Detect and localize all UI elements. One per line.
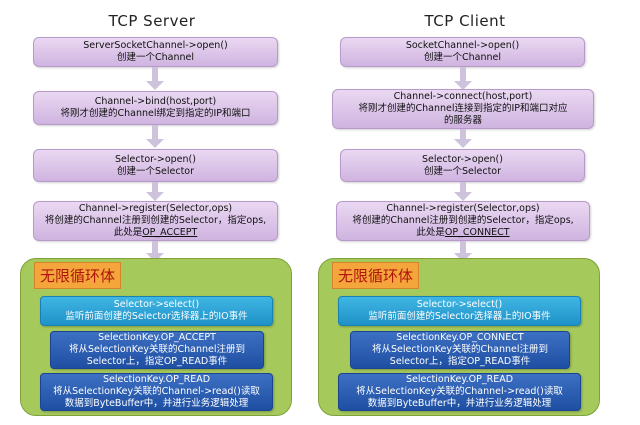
server-step-1-code: ServerSocketChannel->open() <box>83 40 228 51</box>
client-step-open-channel: SocketChannel->open() 创建一个Channel <box>340 37 585 67</box>
server-step-register: Channel->register(Selector,ops) 将创建的Chan… <box>33 201 278 241</box>
server-arrow-1-stem <box>152 67 158 81</box>
client-arrow-3-stem <box>460 182 466 192</box>
client-loop-3-desc2: 数据到ByteBuffer中，并进行业务逻辑处理 <box>367 398 552 409</box>
server-step-4-code: Channel->register(Selector,ops) <box>78 203 233 214</box>
client-loop-1-desc: 监听前面创建的Selector选择器上的IO事件 <box>368 311 551 322</box>
client-loop-op-read: SelectionKey.OP_READ 将从SelectionKey关联的Ch… <box>338 373 581 411</box>
client-loop-2-code: SelectionKey.OP_CONNECT <box>396 332 524 343</box>
client-arrow-4-head <box>454 253 472 262</box>
server-loop-2-desc: 将从SelectionKey关联的Channel注册到 <box>68 344 245 355</box>
client-step-open-selector: Selector->open() 创建一个Selector <box>340 149 585 182</box>
client-arrow-2-stem <box>460 129 466 139</box>
client-arrow-2-head <box>454 139 472 148</box>
client-title: TCP Client <box>424 12 506 30</box>
client-arrow-1-head <box>454 81 472 90</box>
client-step-register: Channel->register(Selector,ops) 将创建的Chan… <box>336 201 590 241</box>
server-loop-3-desc: 将从SelectionKey关联的Channel->read()读取 <box>53 386 260 397</box>
server-step-4-ops: 此处是OP_ACCEPT <box>114 227 198 239</box>
client-step-4-ops-value: OP_CONNECT <box>444 227 510 238</box>
server-step-4-desc: 将创建的Channel注册到创建的Selector，指定ops, <box>44 215 267 226</box>
server-arrow-4-head <box>146 253 164 262</box>
client-step-2-desc: 将刚才创建的Channel连接到指定的IP和端口对应 <box>358 103 568 114</box>
server-arrow-1-head <box>146 81 164 90</box>
server-step-3-code: Selector->open() <box>115 153 196 165</box>
client-step-4-ops-prefix: 此处是 <box>416 227 445 238</box>
server-title: TCP Server <box>108 12 196 30</box>
server-loop-select: Selector->select() 监听前面创建的Selector选择器上的I… <box>40 296 273 326</box>
client-step-connect: Channel->connect(host,port) 将刚才创建的Channe… <box>332 89 594 129</box>
server-loop-op-accept: SelectionKey.OP_ACCEPT 将从SelectionKey关联的… <box>50 331 264 369</box>
client-step-3-desc: 创建一个Selector <box>423 165 502 177</box>
client-loop-3-code: SelectionKey.OP_READ <box>405 374 514 385</box>
server-step-2-code: Channel->bind(host,port) <box>94 96 217 107</box>
server-loop-2-code: SelectionKey.OP_ACCEPT <box>98 332 216 343</box>
client-step-1-desc: 创建一个Channel <box>423 52 501 63</box>
server-loop-label: 无限循环体 <box>34 262 122 289</box>
client-arrow-1-stem <box>460 67 466 81</box>
server-step-open-selector: Selector->open() 创建一个Selector <box>33 149 278 182</box>
server-arrow-4-stem <box>152 241 158 255</box>
client-loop-3-desc: 将从SelectionKey关联的Channel->read()读取 <box>356 386 563 397</box>
client-step-3-code: Selector->open() <box>422 153 503 165</box>
client-loop-1-code: Selector->select() <box>416 299 503 310</box>
server-step-open-channel: ServerSocketChannel->open() 创建一个Channel <box>33 37 278 67</box>
server-loop-op-read: SelectionKey.OP_READ 将从SelectionKey关联的Ch… <box>40 373 273 411</box>
server-arrow-3-stem <box>152 182 158 192</box>
client-step-4-code: Channel->register(Selector,ops) <box>386 203 540 214</box>
client-step-4-ops: 此处是OP_CONNECT <box>416 227 509 239</box>
server-step-1-desc: 创建一个Channel <box>116 52 194 63</box>
server-arrow-3-head <box>146 192 164 201</box>
server-step-4-ops-value: OP_ACCEPT <box>142 227 198 238</box>
server-arrow-2-stem <box>152 125 158 139</box>
server-loop-1-desc: 监听前面创建的Selector选择器上的IO事件 <box>65 311 248 322</box>
server-loop-1-code: Selector->select() <box>113 299 200 310</box>
client-step-1-code: SocketChannel->open() <box>405 40 520 51</box>
server-loop-3-code: SelectionKey.OP_READ <box>102 374 211 385</box>
client-step-2-code: Channel->connect(host,port) <box>393 91 533 102</box>
client-arrow-4-stem <box>460 241 466 255</box>
server-step-3-desc: 创建一个Selector <box>116 165 195 177</box>
client-loop-op-connect: SelectionKey.OP_CONNECT 将从SelectionKey关联… <box>350 331 570 369</box>
server-loop-2-desc2: Selector上，指定OP_READ事件 <box>86 356 228 367</box>
client-loop-2-desc2: Selector上，指定OP_READ事件 <box>389 356 531 367</box>
server-loop-3-desc2: 数据到ByteBuffer中，并进行业务逻辑处理 <box>64 398 249 409</box>
server-step-2-desc: 将刚才创建的Channel绑定到指定的IP和端口 <box>60 108 251 119</box>
client-step-2-desc2: 的服务器 <box>443 115 482 126</box>
client-loop-2-desc: 将从SelectionKey关联的Channel注册到 <box>371 344 548 355</box>
client-step-4-desc: 将创建的Channel注册到创建的Selector，指定ops, <box>352 215 574 226</box>
client-arrow-3-head <box>454 192 472 201</box>
server-step-bind: Channel->bind(host,port) 将刚才创建的Channel绑定… <box>33 91 278 125</box>
client-loop-label: 无限循环体 <box>332 262 420 289</box>
client-loop-select: Selector->select() 监听前面创建的Selector选择器上的I… <box>338 296 581 326</box>
server-step-4-ops-prefix: 此处是 <box>113 227 143 238</box>
server-arrow-2-head <box>146 139 164 148</box>
